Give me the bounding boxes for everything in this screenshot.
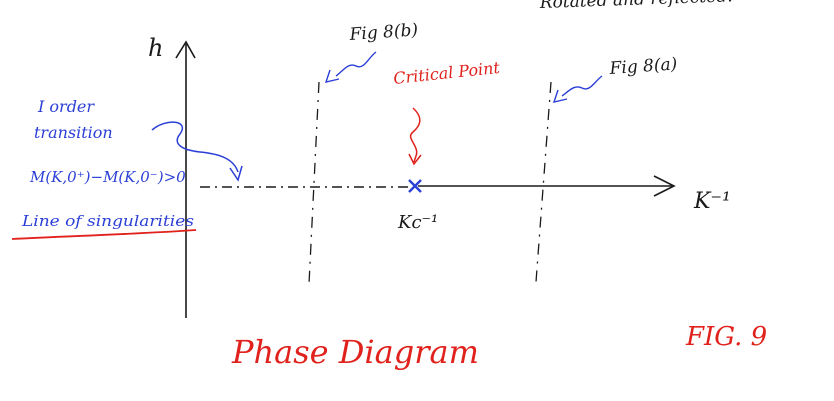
fig-8b-label: Fig 8(b) — [348, 20, 419, 45]
fig-8a-arrow — [561, 75, 603, 97]
critical-arrow — [409, 107, 421, 163]
annotation-line4: Line of singularities — [21, 212, 194, 230]
footer-title: Phase Diagram — [231, 333, 479, 371]
transition-arrowhead — [229, 165, 243, 182]
y-axis-label: h — [148, 34, 163, 62]
x-axis-label: K⁻¹ — [693, 189, 731, 214]
critical-point-marker — [408, 179, 422, 193]
annotation-underline — [11, 229, 197, 240]
fig-8b-arrowhead — [324, 69, 340, 83]
x-axis-arrowhead — [653, 175, 676, 197]
fig-8a-label: Fig 8(a) — [608, 54, 678, 79]
annotation-line3: M(K,0⁺)−M(K,0⁻)>0 — [29, 168, 186, 186]
path-fig-8b — [308, 81, 320, 285]
fig-8b-arrow — [335, 51, 377, 77]
annotation-line2: transition — [34, 123, 113, 142]
transition-arrow — [151, 121, 239, 173]
y-axis-arrowhead — [175, 40, 196, 59]
fig-8a-arrowhead — [552, 89, 568, 103]
critical-label: Critical Point — [392, 58, 501, 88]
critical-arrowhead — [408, 153, 422, 166]
path-fig-8a — [535, 81, 552, 283]
annotation-line1: I order — [37, 97, 95, 116]
critical-point-label: Kc⁻¹ — [397, 212, 438, 233]
footer-fig: FIG. 9 — [685, 322, 767, 352]
header-note: Rotated and reflected. — [538, 0, 732, 13]
